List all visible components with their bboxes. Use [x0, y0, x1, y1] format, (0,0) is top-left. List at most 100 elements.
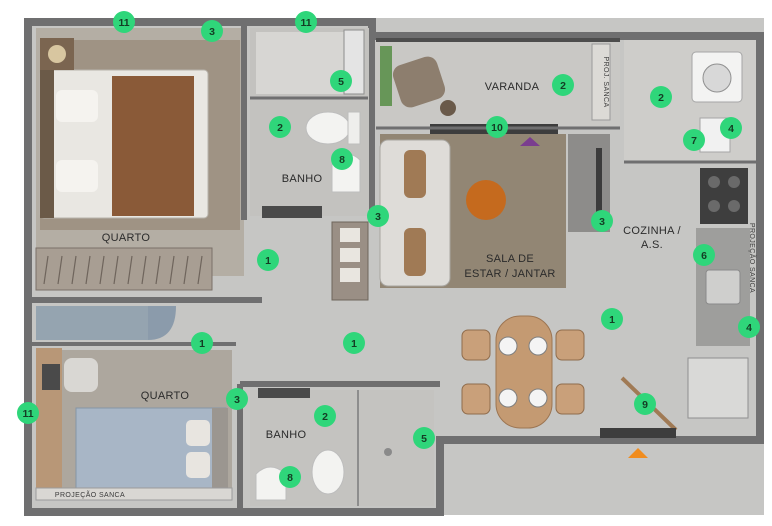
burner: [728, 200, 740, 212]
cushion: [404, 150, 426, 198]
room-label-cozinha-line1: COZINHA /: [623, 225, 681, 237]
marker-number: 1: [199, 338, 205, 350]
marker-number: 10: [491, 122, 503, 134]
marker-circle: [343, 332, 365, 354]
room-label-banho-2: BANHO: [266, 429, 307, 441]
wardrobe-1: [35, 247, 213, 291]
marker-circle: [113, 11, 135, 33]
lamp-icon: [48, 45, 66, 63]
marker-circle: [720, 117, 742, 139]
marker-number: 1: [609, 314, 615, 326]
dining-chairs: [461, 329, 585, 415]
room-label-banho-1: BANHO: [282, 173, 323, 185]
sink-2: [255, 466, 287, 501]
marker-number: 4: [746, 322, 752, 334]
plant-icon: [380, 46, 392, 106]
marker-number: 9: [642, 399, 648, 411]
marker-circle: [634, 393, 656, 415]
washer-drum: [702, 63, 732, 93]
shower-head: [384, 448, 392, 456]
shelf-box: [340, 268, 360, 282]
shelf-box: [340, 248, 360, 262]
entry-arrow-kitchen: [628, 448, 648, 458]
pouf: [466, 180, 506, 220]
marker-number: 11: [300, 17, 311, 29]
bed-1-throw: [112, 76, 194, 216]
marker-number: 3: [375, 211, 381, 223]
entry-door: [600, 428, 676, 438]
marker-number: 4: [728, 123, 734, 135]
lounge-chair: [392, 56, 446, 108]
shelf-box: [340, 228, 360, 242]
wardrobe-hangers: [43, 255, 203, 285]
marker-circle: [650, 86, 672, 108]
toilet: [311, 449, 345, 495]
bathroom-1-door-sill: [262, 206, 322, 218]
marker-circle: [269, 116, 291, 138]
desk-chair: [64, 358, 98, 392]
place-settings: [498, 336, 548, 408]
marker-circle: [552, 74, 574, 96]
marker-number: 3: [234, 394, 240, 406]
kitchen-sink: [705, 269, 741, 305]
room-label-quarto-2: QUARTO: [141, 390, 190, 402]
marker-circle: [413, 427, 435, 449]
bathroom-2-door-sill: [258, 388, 310, 398]
entry-arrow-living: [520, 137, 540, 146]
side-table: [440, 100, 456, 116]
marker-number: 5: [421, 433, 427, 445]
pillow: [186, 420, 210, 446]
marker-number: 11: [22, 408, 33, 420]
laptop-icon: [42, 364, 60, 390]
marker-number: 2: [322, 411, 328, 423]
pillow: [56, 160, 98, 192]
marker-number: 6: [701, 250, 707, 262]
marker-circle: [693, 244, 715, 266]
sanca-strip: [35, 487, 233, 501]
marker-circle: [191, 332, 213, 354]
marker-circle: [201, 20, 223, 42]
marker-number: 1: [265, 255, 271, 267]
room-label-quarto-1: QUARTO: [102, 232, 151, 244]
tv: [596, 148, 602, 218]
room-label-varanda: VARANDA: [485, 81, 540, 93]
marker-number: 2: [277, 122, 283, 134]
marker-number: 7: [691, 135, 697, 147]
room-label-sala-line1: SALA DE: [486, 253, 534, 265]
marker-circle: [17, 402, 39, 424]
room-label-cozinha-line2: A.S.: [641, 239, 663, 251]
marker-number: 2: [658, 92, 664, 104]
marker-number: 3: [599, 216, 605, 228]
burner: [708, 200, 720, 212]
wardrobe-2: [36, 306, 148, 340]
annotation-projecao-sanca-cozinha: PROJEÇÃO SANCA: [748, 223, 757, 293]
pillow: [56, 90, 98, 122]
toilet: [305, 111, 351, 145]
marker-number: 8: [287, 472, 293, 484]
marker-circle: [331, 148, 353, 170]
stove: [700, 168, 748, 224]
annotation-projecao-sanca-quarto: PROJEÇÃO SANCA: [55, 490, 125, 499]
marker-circle: [591, 210, 613, 232]
marker-circle: [226, 388, 248, 410]
burner: [708, 176, 720, 188]
refrigerator: [687, 357, 749, 419]
marker-circle: [601, 308, 623, 330]
wardrobe-door-swing: [148, 306, 176, 340]
marker-circle: [486, 116, 508, 138]
annotation-proj-sanca: PROJ. SANCA: [602, 56, 609, 107]
room-label-sala-line2: ESTAR / JANTAR: [464, 268, 555, 280]
marker-number: 1: [351, 338, 357, 350]
pillow: [186, 452, 210, 478]
marker-circle: [738, 316, 760, 338]
marker-circle: [279, 466, 301, 488]
marker-number: 3: [209, 26, 215, 38]
marker-number: 11: [118, 17, 129, 29]
marker-circle: [314, 405, 336, 427]
bed-1-headboard: [40, 70, 54, 218]
marker-circle: [257, 249, 279, 271]
toilet-tank: [347, 111, 361, 145]
